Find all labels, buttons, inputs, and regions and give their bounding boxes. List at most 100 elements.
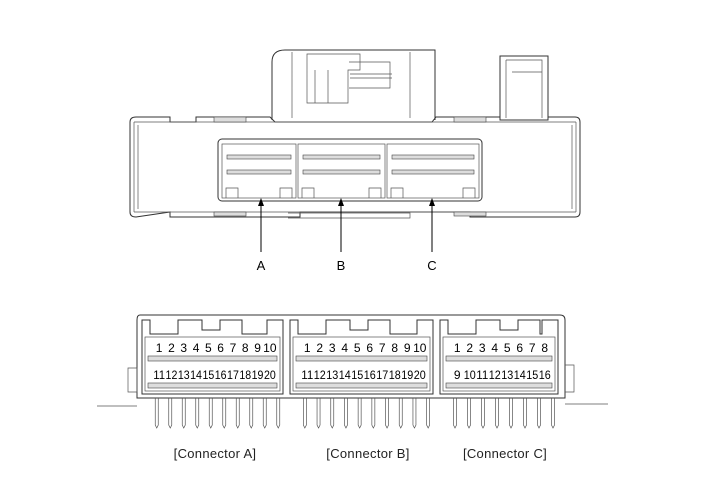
pin-number: 16 bbox=[539, 368, 551, 382]
pin-row bbox=[391, 154, 475, 160]
side-tab bbox=[499, 55, 549, 120]
pin-number: 11 bbox=[476, 368, 488, 382]
terminal-pin bbox=[235, 398, 240, 429]
pin-number: 6 bbox=[516, 341, 523, 355]
pin-row bbox=[295, 355, 428, 362]
pin-number: 3 bbox=[180, 341, 187, 355]
terminal-pin bbox=[303, 398, 307, 429]
pin-number: 4 bbox=[193, 341, 200, 355]
pin-number: 11 bbox=[153, 368, 165, 382]
pin-row bbox=[445, 355, 553, 362]
callout-label-c: C bbox=[427, 258, 436, 273]
pin-row bbox=[302, 154, 381, 160]
pin-number: 19 bbox=[252, 368, 264, 382]
pin-number: 3 bbox=[479, 341, 486, 355]
terminal-pin bbox=[168, 398, 173, 429]
pin-number: 1 bbox=[156, 341, 163, 355]
pin-number: 14 bbox=[514, 368, 526, 382]
terminal-pin bbox=[426, 398, 430, 429]
terminal-pin bbox=[537, 398, 541, 429]
arrow-head-icon bbox=[338, 198, 344, 206]
terminal-pin bbox=[357, 398, 362, 429]
pin-number: 7 bbox=[379, 341, 386, 355]
pin-number: 14 bbox=[190, 368, 202, 382]
port-section bbox=[221, 143, 297, 199]
pin-row bbox=[226, 169, 292, 175]
pin-number: 6 bbox=[217, 341, 224, 355]
pin-number: 10 bbox=[413, 341, 427, 355]
pin-number: 5 bbox=[504, 341, 511, 355]
pin-row bbox=[226, 154, 292, 160]
pin-number: 2 bbox=[168, 341, 175, 355]
terminal-pin bbox=[276, 398, 281, 429]
arrow-head-icon bbox=[429, 198, 435, 206]
connector-a-caption: [Connector A] bbox=[174, 446, 257, 461]
pin-number: 4 bbox=[491, 341, 498, 355]
terminal-pin bbox=[249, 398, 254, 429]
pin-number: 16 bbox=[364, 368, 376, 382]
pin-number: 9 bbox=[404, 341, 411, 355]
pin-number: 11 bbox=[301, 368, 313, 382]
pin-number: 20 bbox=[414, 368, 426, 382]
terminal-pin bbox=[195, 398, 200, 429]
pin-number: 15 bbox=[351, 368, 363, 382]
connector-b-caption: [Connector B] bbox=[326, 446, 409, 461]
terminal-pin bbox=[154, 398, 159, 429]
top-latch-housing bbox=[271, 49, 436, 120]
pin-number: 16 bbox=[215, 368, 227, 382]
terminal-pin bbox=[181, 398, 186, 429]
pin-number: 13 bbox=[178, 368, 190, 382]
pin-number: 4 bbox=[341, 341, 348, 355]
pin-number: 8 bbox=[242, 341, 249, 355]
pin-number: 14 bbox=[339, 368, 351, 382]
arrow-head-icon bbox=[258, 198, 264, 206]
pin-row bbox=[295, 382, 428, 389]
terminal-pin bbox=[316, 398, 321, 429]
pin-number: 3 bbox=[329, 341, 336, 355]
pin-row bbox=[147, 382, 278, 389]
terminal-pin bbox=[467, 398, 471, 429]
pin-number: 13 bbox=[501, 368, 513, 382]
pin-number: 15 bbox=[526, 368, 538, 382]
connector-shell bbox=[289, 319, 434, 395]
pin-number: 5 bbox=[354, 341, 361, 355]
port-section bbox=[297, 143, 386, 199]
pin-number: 9 bbox=[454, 368, 461, 382]
terminal-pin bbox=[509, 398, 513, 429]
port-section bbox=[386, 143, 480, 199]
pin-number: 13 bbox=[326, 368, 338, 382]
pin-number: 17 bbox=[227, 368, 239, 382]
pin-number: 12 bbox=[489, 368, 501, 382]
pin-number: 7 bbox=[230, 341, 237, 355]
pin-number: 7 bbox=[529, 341, 536, 355]
terminal-pin bbox=[495, 398, 499, 429]
pin-number: 5 bbox=[205, 341, 212, 355]
module-body bbox=[129, 116, 581, 218]
pin-number: 10 bbox=[464, 368, 476, 382]
pin-number: 1 bbox=[454, 341, 461, 355]
pin-row bbox=[391, 169, 475, 175]
terminal-pin bbox=[344, 398, 348, 429]
pin-number: 8 bbox=[391, 341, 398, 355]
clip bbox=[453, 211, 487, 217]
pin-number: 9 bbox=[254, 341, 261, 355]
pin-number: 19 bbox=[401, 368, 413, 382]
pin-number: 10 bbox=[263, 341, 277, 355]
pin-number: 12 bbox=[314, 368, 326, 382]
pin-number: 12 bbox=[166, 368, 178, 382]
pin-number: 20 bbox=[264, 368, 276, 382]
terminal-pin bbox=[412, 398, 417, 429]
connector-shell bbox=[439, 319, 559, 395]
terminal-pin bbox=[551, 398, 555, 429]
pin-row bbox=[445, 382, 553, 389]
pin-number: 18 bbox=[389, 368, 401, 382]
pin-row bbox=[147, 355, 278, 362]
clip bbox=[453, 116, 487, 123]
pin-number: 1 bbox=[304, 341, 311, 355]
clip bbox=[213, 116, 247, 123]
